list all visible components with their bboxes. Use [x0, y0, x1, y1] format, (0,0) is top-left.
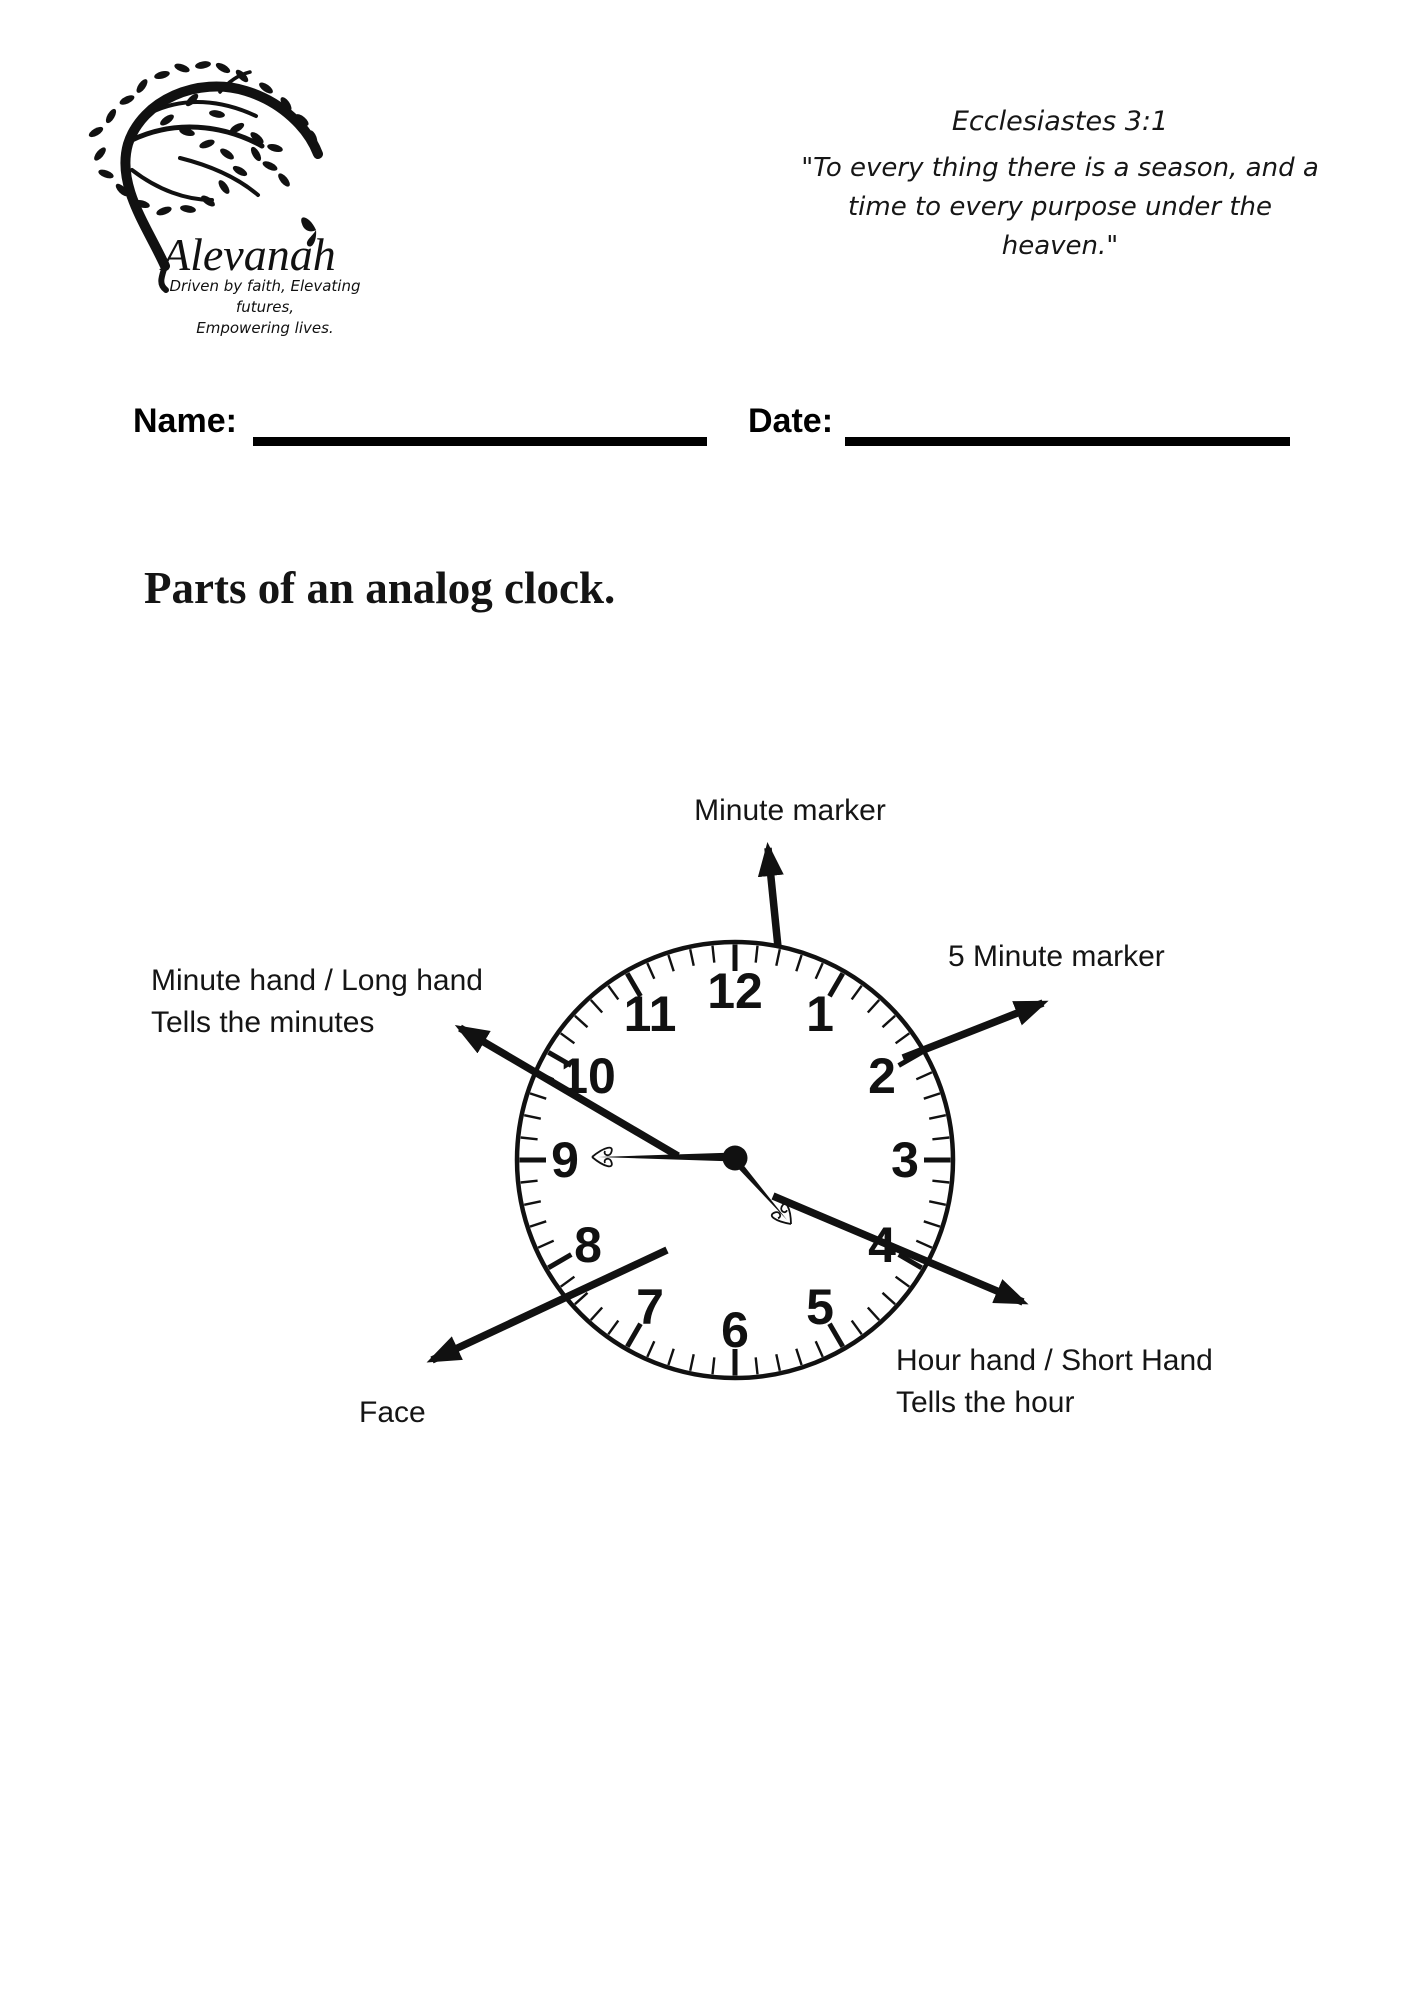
hour-hand-label-line-2: Tells the hour — [896, 1386, 1075, 1419]
butterfly-icon — [301, 217, 317, 247]
five-minute-marker-arrow — [901, 999, 1049, 1062]
clock-number-7: 7 — [636, 1279, 664, 1335]
verse-quote-line-1: "To every thing there is a season, and a — [801, 153, 1319, 183]
hour-hand — [732, 1157, 787, 1220]
hour-hand-arrow — [771, 1192, 1029, 1306]
clock-number-10: 10 — [560, 1048, 616, 1104]
minute-marker-arrow — [757, 842, 784, 948]
clock-number-2: 2 — [868, 1048, 896, 1104]
clock-number-12: 12 — [707, 963, 763, 1019]
brand-name: Alevanah — [159, 229, 336, 280]
hour-hand-tip-ornament — [770, 1201, 799, 1232]
clock-number-6: 6 — [721, 1302, 749, 1358]
minute-hand-arrow — [454, 1024, 680, 1160]
tagline-line-2: Empowering lives. — [196, 319, 334, 337]
date-blank-line — [845, 437, 1290, 446]
minute-hand-label: Minute hand / Long hand Tells the minute… — [151, 960, 483, 1044]
minute-marker-label: Minute marker — [694, 794, 886, 827]
clock-face-circle — [514, 939, 956, 1381]
clock-numbers: 12 1 2 3 4 5 6 7 8 9 10 11 — [551, 963, 919, 1358]
face-label: Face — [359, 1396, 426, 1429]
verse-reference: Ecclesiastes 3:1 — [951, 106, 1169, 137]
alevanah-logo: Alevanah — [88, 61, 336, 293]
hour-hand-label-line-1: Hour hand / Short Hand — [896, 1344, 1213, 1377]
page-title: Parts of an analog clock. — [144, 563, 616, 613]
bible-verse: Ecclesiastes 3:1 "To every thing there i… — [800, 106, 1320, 266]
minute-hand — [598, 1152, 735, 1162]
clock-number-1: 1 — [806, 986, 834, 1042]
clock-number-5: 5 — [806, 1279, 834, 1335]
clock-number-3: 3 — [891, 1132, 919, 1188]
minute-hand-tip-ornament — [591, 1146, 613, 1168]
label-arrows — [426, 842, 1049, 1364]
hour-hand-label: Hour hand / Short Hand Tells the hour — [896, 1340, 1213, 1424]
clock-number-4: 4 — [868, 1217, 896, 1273]
verse-quote-line-2: time to every purpose under the heaven." — [847, 192, 1273, 261]
name-blank-line — [253, 437, 707, 446]
tagline-line-1: Driven by faith, Elevating futures, — [169, 277, 361, 316]
minute-hand-label-line-1: Minute hand / Long hand — [151, 964, 483, 997]
clock-number-9: 9 — [551, 1132, 579, 1188]
clock-number-11: 11 — [624, 986, 677, 1042]
minute-hand-label-line-2: Tells the minutes — [151, 1006, 375, 1039]
face-arrow — [426, 1246, 669, 1364]
tree-icon — [120, 70, 323, 293]
logo-tagline: Driven by faith, Elevating futures, Empo… — [140, 276, 390, 339]
center-pin — [722, 1145, 748, 1171]
minute-ticks — [519, 944, 951, 1376]
five-minute-marker-label: 5 Minute marker — [948, 940, 1165, 973]
clock-number-8: 8 — [574, 1217, 602, 1273]
tree-leaves — [88, 61, 318, 216]
clock-hands — [591, 1145, 799, 1232]
date-label: Date: — [748, 402, 834, 440]
name-label: Name: — [133, 402, 237, 440]
